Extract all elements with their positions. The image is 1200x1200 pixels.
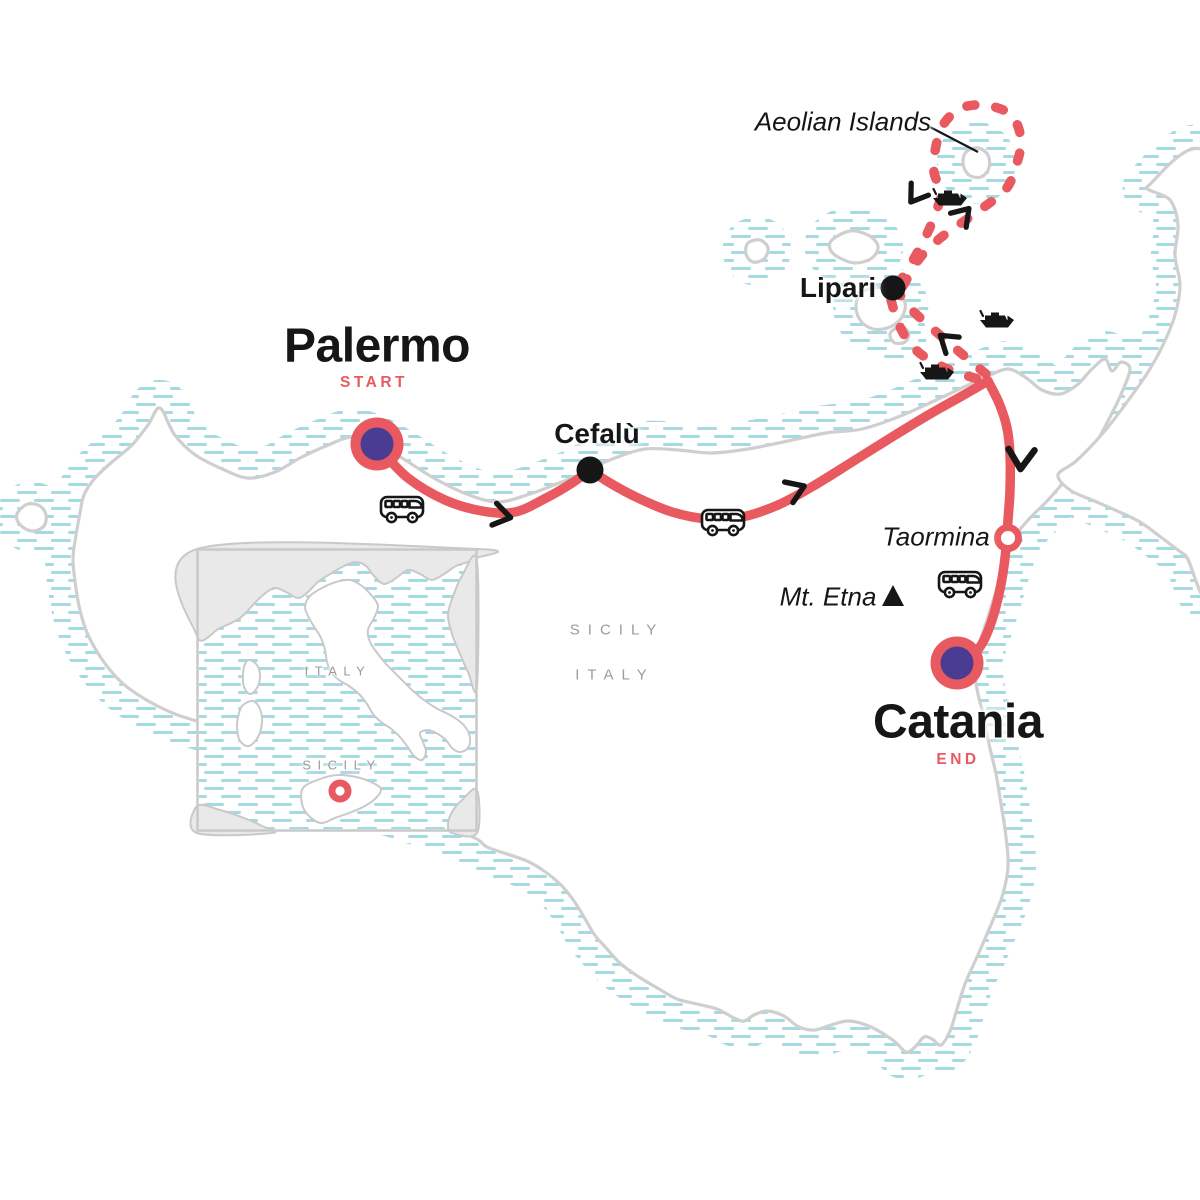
catania-end-marker	[940, 646, 974, 680]
label-region-sicily: SICILY	[569, 621, 665, 639]
inset-libya-land	[446, 787, 481, 838]
sicily-fill	[72, 358, 1131, 1053]
transport-icons	[379, 183, 1035, 606]
cefalu-stop-dot	[576, 456, 604, 484]
label-mt-etna: Mt. Etna	[779, 581, 877, 612]
label-start-badge: START	[339, 374, 409, 391]
inset-sardinia	[235, 699, 264, 748]
label-region-italy: ITALY	[575, 666, 655, 684]
aeolian-island-b-coastline	[827, 229, 880, 265]
label-palermo: Palermo	[284, 319, 470, 373]
ferry-route-aeolian-loop	[894, 100, 1026, 291]
inset-tunisia-land	[189, 803, 277, 837]
west-island-fill	[16, 503, 47, 532]
inset-italy-boot	[303, 578, 472, 762]
label-lipari: Lipari	[799, 272, 877, 303]
direction-chevron	[902, 183, 928, 208]
calabria-fill	[1057, 148, 1200, 592]
palermo-start-marker	[360, 427, 394, 461]
inset-corsica	[241, 658, 261, 695]
label-taormina: Taormina	[882, 521, 990, 552]
stromboli-island-coastline	[961, 146, 992, 180]
ferry-icon	[978, 309, 1016, 329]
stromboli-island-fill	[962, 147, 990, 178]
inset-label-sicily: SICILY	[302, 757, 382, 773]
aeolian-island-a-coastline	[744, 238, 770, 264]
aeolian-pointer-line	[929, 126, 979, 153]
label-end-badge: END	[936, 751, 980, 768]
route-palermo-cefalu	[373, 442, 595, 518]
ferry-route-to-lipari	[893, 287, 991, 379]
ferry-route-from-lipari	[886, 295, 987, 385]
lipari-stop-dot	[880, 275, 906, 301]
inset-sicily-marker-hole	[335, 786, 345, 796]
label-catania: Catania	[873, 695, 1043, 749]
west-island-coastline	[14, 502, 48, 533]
calabria-coastline	[1056, 146, 1200, 595]
taormina-stop-ring	[994, 524, 1022, 552]
route-cefalu-junction	[585, 376, 993, 525]
aeolian-island-b-fill	[829, 230, 879, 264]
inset-label-italy: ITALY	[304, 663, 372, 679]
label-aeolian-islands: Aeolian Islands	[754, 106, 932, 137]
aeolian-island-a-fill	[745, 239, 769, 263]
mountain-peak-icon	[882, 585, 904, 606]
stop-markers	[350, 275, 1022, 690]
inset-border	[196, 548, 478, 832]
inset-map	[174, 541, 499, 838]
annotations	[929, 126, 979, 153]
label-cefalu: Cefalù	[554, 418, 640, 449]
